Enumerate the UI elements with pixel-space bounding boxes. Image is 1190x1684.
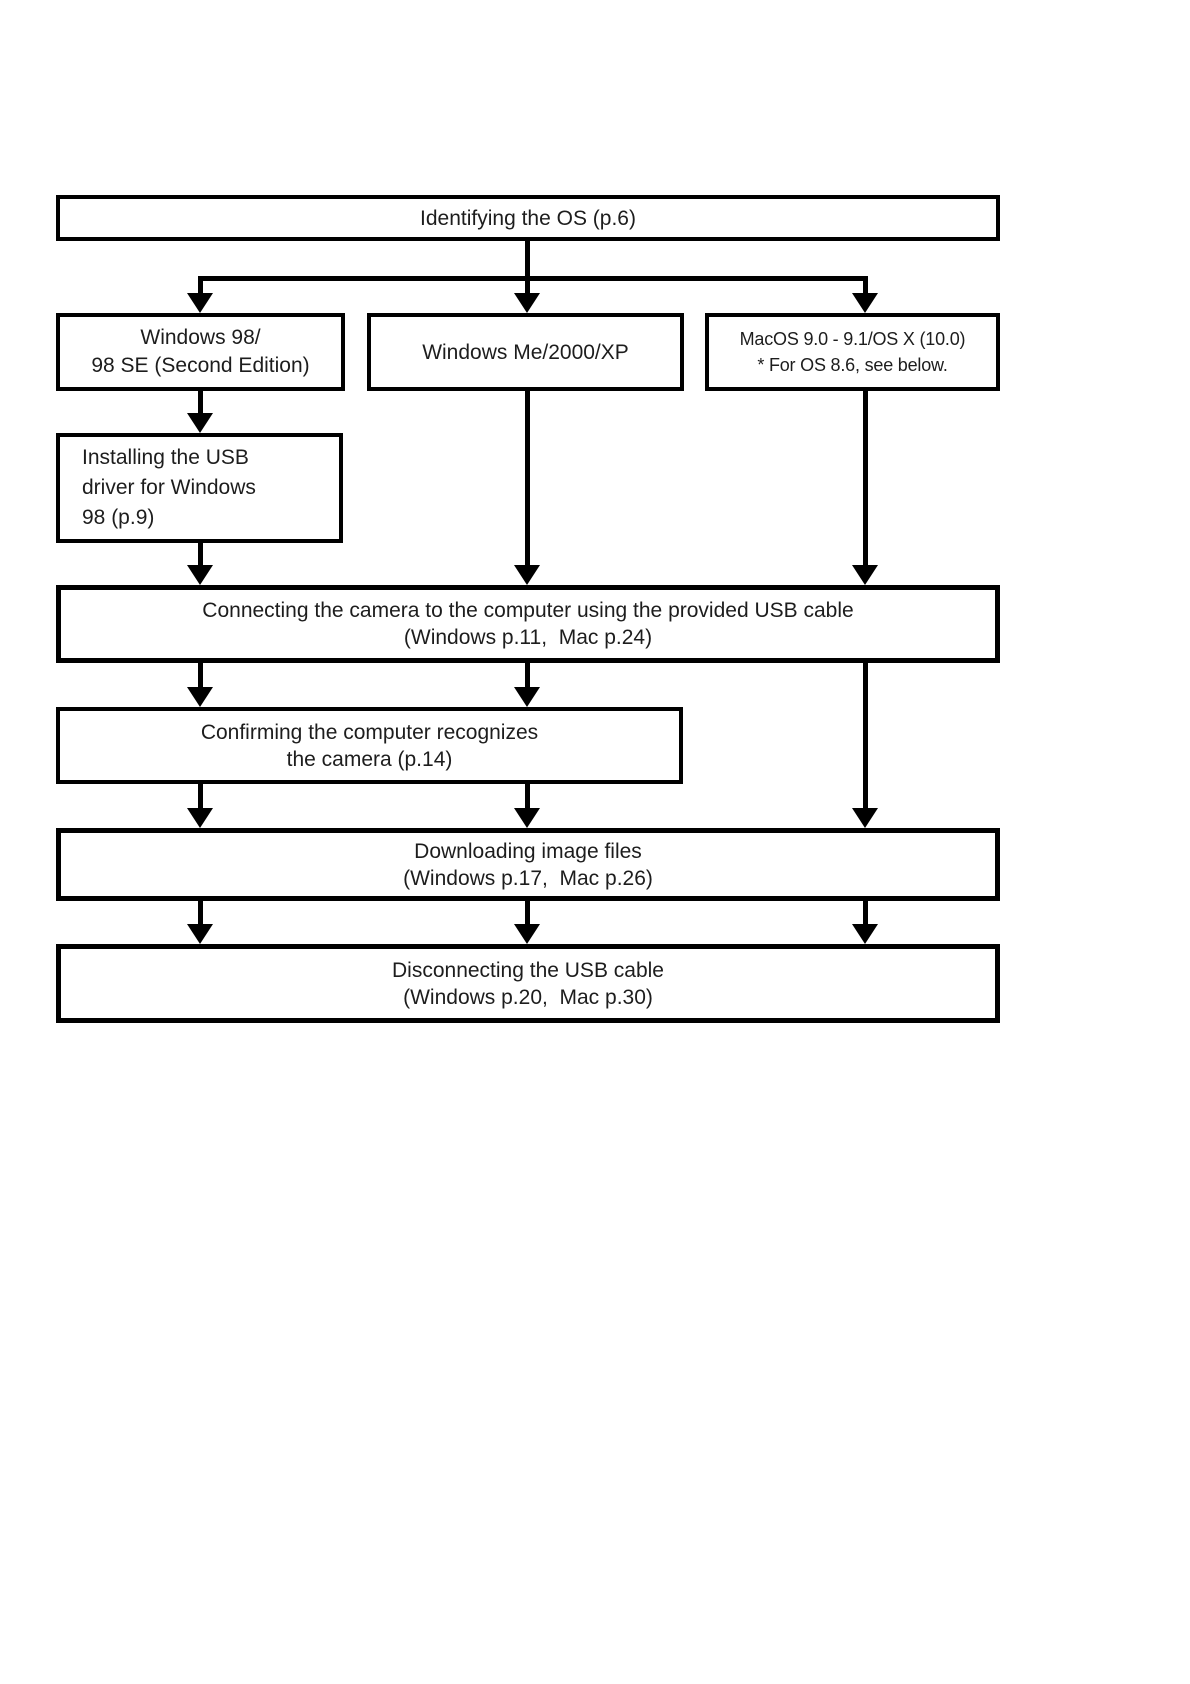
arrow-down-icon: [514, 293, 540, 313]
connector-connect-download-bypass-stem: [863, 663, 868, 809]
connector-install-connect-stem: [198, 543, 203, 566]
arrow-down-icon: [514, 808, 540, 828]
connector-confirm-download-left-stem: [198, 784, 203, 809]
connector-confirm-download-center-stem: [525, 784, 530, 809]
node-download-images-text-line1: Downloading image files: [414, 839, 642, 863]
arrow-down-icon: [187, 808, 213, 828]
node-identify-os-text: Identifying the OS (p.6): [420, 206, 636, 230]
node-identify-os: Identifying the OS (p.6): [56, 195, 1000, 241]
node-disconnect-cable: Disconnecting the USB cable (Windows p.2…: [56, 944, 1000, 1023]
arrow-down-icon: [514, 687, 540, 707]
node-macos-text-line2: * For OS 8.6, see below.: [757, 355, 948, 375]
connector-branch-macos-stem: [863, 276, 868, 294]
node-windows98: Windows 98/ 98 SE (Second Edition): [56, 313, 345, 391]
node-install-usb-driver-text-line2: driver for Windows: [82, 476, 256, 499]
arrow-down-icon: [514, 565, 540, 585]
connector-win98-install-stem: [198, 391, 203, 415]
connector-download-disconnect-right-stem: [863, 901, 868, 925]
arrow-down-icon: [852, 293, 878, 313]
node-install-usb-driver-text-line1: Installing the USB: [82, 446, 249, 469]
arrow-down-icon: [514, 924, 540, 944]
connector-branch-hline: [198, 276, 868, 281]
connector-branch-win98-stem: [198, 276, 203, 294]
arrow-down-icon: [187, 565, 213, 585]
node-windows-me-2000-xp: Windows Me/2000/XP: [367, 313, 684, 391]
node-disconnect-cable-text-line2: (Windows p.20, Mac p.30): [403, 985, 653, 1009]
connector-macos-connect-stem: [863, 391, 868, 566]
node-download-images-text-line2: (Windows p.17, Mac p.26): [403, 866, 653, 890]
arrow-down-icon: [852, 808, 878, 828]
node-confirm-recognition: Confirming the computer recognizes the c…: [56, 707, 683, 784]
node-connect-camera: Connecting the camera to the computer us…: [56, 585, 1000, 663]
connector-download-disconnect-left-stem: [198, 901, 203, 925]
node-install-usb-driver-text-line3: 98 (p.9): [82, 506, 155, 529]
arrow-down-icon: [187, 293, 213, 313]
node-connect-camera-text-line2: (Windows p.11, Mac p.24): [403, 626, 653, 649]
node-macos-text-line1: MacOS 9.0 - 9.1/OS X (10.0): [739, 329, 966, 349]
arrow-down-icon: [187, 687, 213, 707]
node-confirm-recognition-text-line2: the camera (p.14): [286, 747, 453, 771]
node-windows-me-2000-xp-text: Windows Me/2000/XP: [422, 340, 629, 364]
arrow-down-icon: [187, 924, 213, 944]
connector-connect-confirm-center-stem: [525, 663, 530, 688]
arrow-down-icon: [187, 413, 213, 433]
arrow-down-icon: [852, 924, 878, 944]
node-confirm-recognition-text-line1: Confirming the computer recognizes: [200, 720, 539, 744]
connector-connect-confirm-left-stem: [198, 663, 203, 688]
connector-identify-stem: [525, 240, 530, 294]
connector-winme-connect-stem: [525, 391, 530, 566]
node-windows98-text-line1: Windows 98/: [140, 326, 261, 349]
node-download-images: Downloading image files (Windows p.17, M…: [56, 828, 1000, 901]
node-connect-camera-text-line1: Connecting the camera to the computer us…: [202, 599, 854, 622]
node-disconnect-cable-text-line1: Disconnecting the USB cable: [392, 958, 664, 982]
node-install-usb-driver: Installing the USB driver for Windows 98…: [56, 433, 343, 543]
connector-download-disconnect-center-stem: [525, 901, 530, 925]
arrow-down-icon: [852, 565, 878, 585]
node-windows98-text-line2: 98 SE (Second Edition): [91, 354, 310, 377]
node-macos: MacOS 9.0 - 9.1/OS X (10.0) * For OS 8.6…: [705, 313, 1000, 391]
